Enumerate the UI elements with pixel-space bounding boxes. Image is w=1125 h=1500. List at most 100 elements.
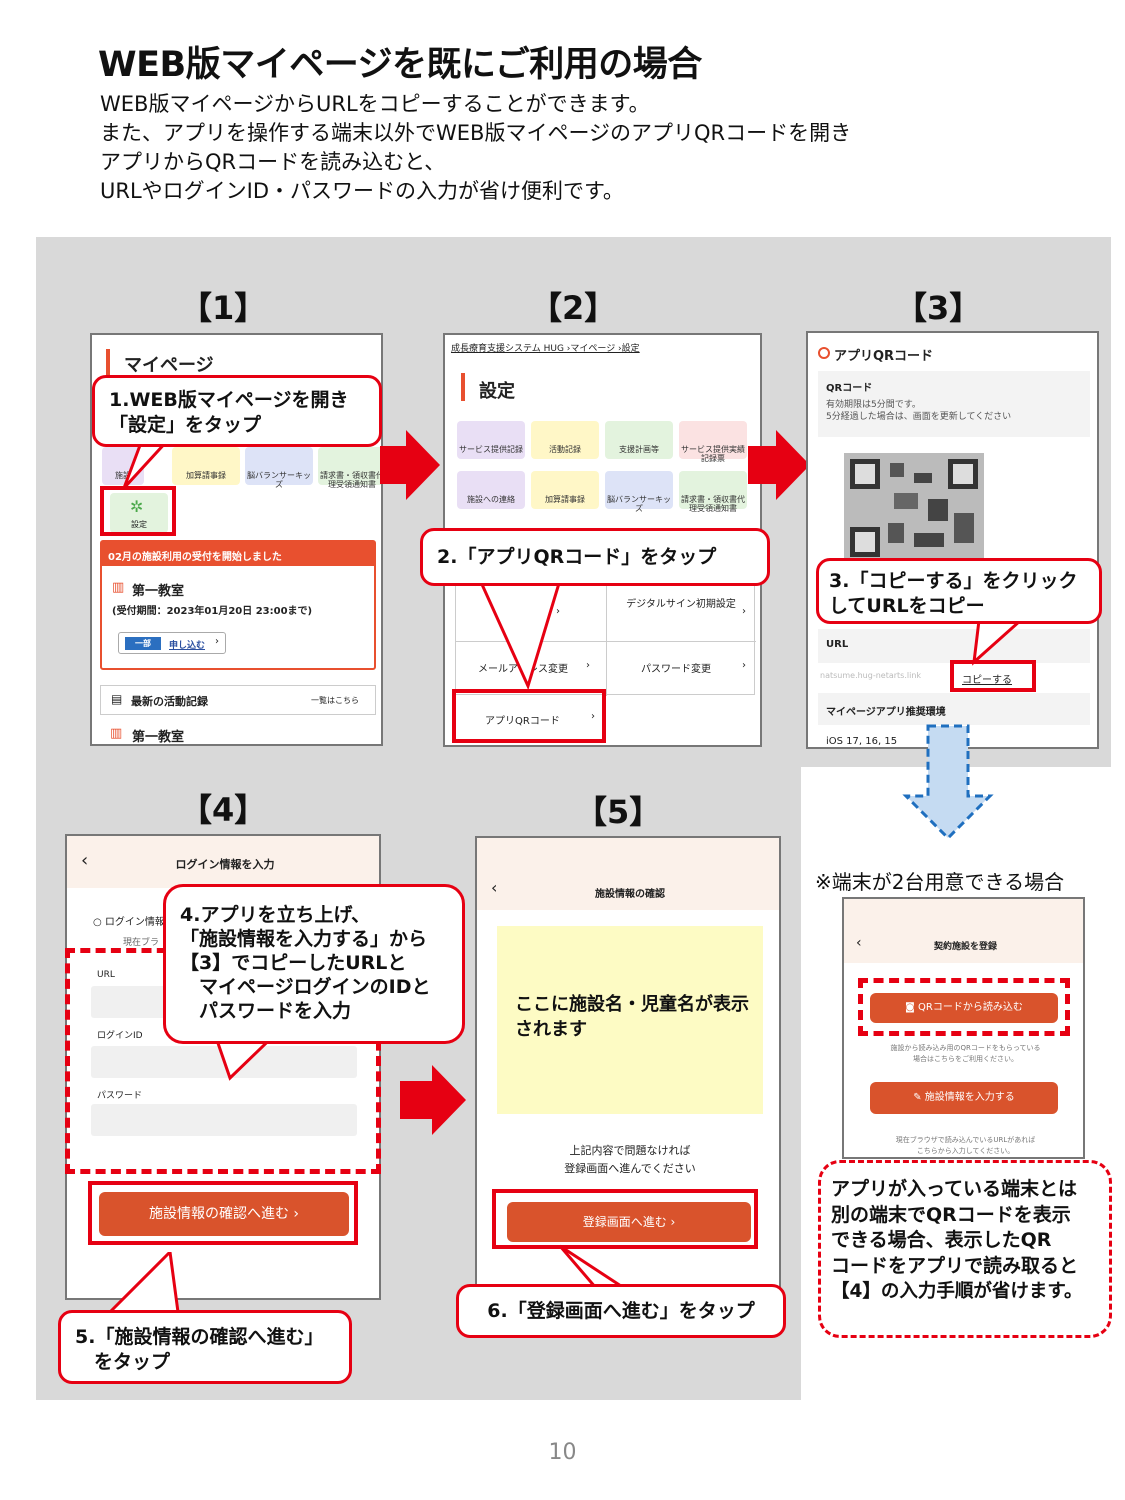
callout-text: 「設定」をタップ — [109, 414, 262, 436]
circle-icon — [818, 347, 830, 359]
tile-invoice[interactable]: 請求書・領収書代理受領通知書 — [318, 447, 381, 489]
tile-invoice[interactable]: 請求書・領収書代理受領通知書 — [679, 471, 747, 513]
highlight-confirm-facility — [88, 1181, 358, 1245]
document-icon: ▤ — [111, 692, 123, 706]
confirm-note: 登録画面へ進んでください — [564, 1162, 696, 1175]
highlight-copy — [950, 660, 1036, 692]
callout-step-4: 4.アプリを立ち上げ、 「施設情報を入力する」から 【3】でコピーしたURLと … — [163, 884, 465, 1044]
env-label: マイページアプリ推奨環境 — [826, 707, 946, 718]
screen-facility-confirm: ‹ 施設情報の確認 ここに施設名・児童名が表示されます 上記内容で問題なければ … — [475, 836, 781, 1298]
header-accent — [106, 349, 110, 375]
intro-line: アプリからQRコードを読み込むと、 — [100, 150, 446, 174]
tile-activity[interactable]: 活動記録 — [531, 421, 599, 459]
callout-text: マイページログインのIDと — [180, 976, 431, 998]
arrow-right-icon — [400, 1065, 466, 1135]
back-icon[interactable]: ‹ — [491, 878, 498, 897]
highlight-settings — [100, 486, 176, 536]
pencil-icon: ✎ — [913, 1092, 922, 1103]
qr-note: 有効期限は5分間です。 — [826, 400, 921, 410]
callout-text: 【4】の入力手順が省けます。 — [831, 1281, 1083, 1302]
page-title: WEB版マイページを既にご利用の場合 — [98, 45, 702, 85]
callout-text: 4.アプリを立ち上げ、 — [180, 904, 371, 926]
notice-title: 02月の施設利用の受付を開始しました — [102, 542, 374, 566]
tile-contact[interactable]: 施設への連絡 — [457, 471, 525, 509]
password-input[interactable] — [91, 1104, 357, 1136]
screen-header: ログイン情報を入力 — [175, 858, 275, 871]
tile-addition[interactable]: 加算請事録 — [172, 447, 240, 485]
callout-text: できる場合、表示したQR — [831, 1229, 1052, 1251]
screen-header-bar: ‹ ログイン情報を入力 — [67, 836, 379, 888]
screen-header-bar: ‹ 施設情報の確認 — [477, 838, 779, 910]
chevron-right-icon: › — [591, 711, 595, 722]
callout-step-2: 2.「アプリQRコード」をタップ — [420, 528, 770, 586]
gear-icon: ✲ — [130, 497, 144, 516]
input-facility-button[interactable]: ✎ 施設情報を入力する — [870, 1082, 1058, 1114]
copy-link[interactable]: コピーする — [962, 675, 1012, 686]
apply-button[interactable]: 一部 申し込む › — [118, 632, 226, 654]
tile-service-record[interactable]: サービス提供記録 — [457, 421, 525, 459]
tile-brain-balancer[interactable]: 脳バランサーキッズ — [605, 471, 673, 513]
breadcrumb[interactable]: 成長療育支援システム HUG ›マイページ ›設定 — [451, 344, 640, 354]
callout-two-device-tip: アプリが入っている端末とは 別の端末でQRコードを表示 できる場合、表示したQR… — [818, 1160, 1112, 1338]
chevron-right-icon: › — [742, 660, 746, 671]
divider — [456, 641, 756, 642]
callout-text: 5.「施設情報の確認へ進む」 — [75, 1326, 324, 1348]
back-icon[interactable]: ‹ — [856, 935, 862, 951]
confirm-facility-button[interactable]: 施設情報の確認へ進む › — [99, 1192, 349, 1236]
intro-line: URLやログインID・パスワードの入力が省け便利です。 — [100, 179, 624, 203]
tile-settings[interactable]: ✲ 設定 — [110, 493, 168, 533]
arrow-right-icon — [380, 430, 440, 500]
tile-support-plan[interactable]: 支援計画等 — [605, 421, 673, 459]
callout-text: 1.WEB版マイページを開き — [109, 389, 349, 411]
callout-text: 「施設情報を入力する」から — [180, 928, 428, 950]
recent-activity-title: 最新の活動記録 — [131, 695, 208, 708]
login-id-label: ログインID — [97, 1031, 143, 1041]
menu-digital-sign[interactable]: デジタルサイン初期設定 — [626, 599, 736, 610]
facility-name-2: 第一教室 — [132, 730, 185, 745]
confirm-note: 上記内容で問題なければ — [569, 1144, 691, 1157]
camera-icon: ◙ — [905, 1002, 915, 1013]
highlight-qr-read — [858, 978, 1070, 1036]
notice-card: 02月の施設利用の受付を開始しました ▥ 第一教室 (受付期間：2023年01月… — [100, 540, 376, 670]
step-4-heading: 【4】 — [180, 791, 267, 829]
menu-app-qr[interactable]: アプリQRコード — [485, 716, 560, 727]
callout-step-5: 5.「施設情報の確認へ進む」 をタップ — [58, 1310, 352, 1384]
callout-text: コードをアプリで読み取ると — [831, 1254, 1079, 1277]
qr-note: 5分経過した場合は、画面を更新してください — [826, 412, 1012, 422]
screen-register-facility: ‹ 契約施設を登録 ◙ QRコードから読み込む 施設から読み込み用のQRコードを… — [842, 897, 1085, 1159]
callout-1-tail — [122, 440, 171, 490]
menu-password-change[interactable]: パスワード変更 — [641, 664, 711, 675]
input-note: こちらから入力してください。 — [916, 1147, 1015, 1155]
url-value: natsume.hug-netarts.link — [820, 671, 922, 680]
recent-activity-header: ▤ 最新の活動記録 一覧はこちら — [100, 685, 376, 715]
qr-code-image — [844, 453, 984, 563]
highlight-app-qr — [452, 689, 606, 743]
back-icon[interactable]: ‹ — [81, 850, 89, 871]
callout-text: 【3】でコピーしたURLと — [180, 952, 407, 974]
screen-header: マイページ — [124, 355, 214, 376]
qr-info: QRコード 有効期限は5分間です。 5分経過した場合は、画面を更新してください — [818, 371, 1090, 437]
tile-brain-balancer[interactable]: 脳バランサーキッズ — [245, 447, 313, 489]
callout-step-1: 1.WEB版マイページを開き 「設定」をタップ — [92, 375, 382, 447]
callout-3-tail — [972, 612, 1033, 666]
step-1-heading: 【1】 — [180, 289, 267, 327]
arrow-down-icon — [902, 724, 994, 841]
callout-step-6: 6.「登録画面へ進む」をタップ — [456, 1284, 786, 1338]
callout-step-3: 3.「コピーする」をクリック してURLをコピー — [816, 558, 1102, 624]
radio-login-info[interactable]: ○ ログイン情報 — [93, 917, 165, 928]
list-link[interactable]: 一覧はこちら — [311, 696, 359, 705]
tile-service-results[interactable]: サービス提供実績記録票 — [679, 421, 747, 463]
screen-header: 施設情報の確認 — [595, 889, 665, 900]
apply-link: 申し込む — [169, 641, 206, 651]
password-label: パスワード — [97, 1091, 143, 1101]
intro-line: また、アプリを操作する端末以外でWEB版マイページのアプリQRコードを開き — [100, 121, 852, 145]
proceed-registration-button[interactable]: 登録画面へ進む › — [507, 1202, 751, 1242]
qr-label: QRコード — [826, 383, 873, 394]
qr-note: 場合はこちらをご利用ください。 — [913, 1055, 1018, 1063]
tile-addition[interactable]: 加算請事録 — [531, 471, 599, 509]
input-note: 現在ブラウザで読み込んでいるURLがあれば — [895, 1136, 1036, 1144]
callout-text: アプリが入っている端末とは — [831, 1178, 1078, 1200]
qr-read-button[interactable]: ◙ QRコードから読み込む — [870, 993, 1058, 1023]
qr-note: 施設から読み込み用のQRコードをもらっている — [890, 1044, 1041, 1052]
chevron-right-icon: › — [556, 606, 560, 617]
